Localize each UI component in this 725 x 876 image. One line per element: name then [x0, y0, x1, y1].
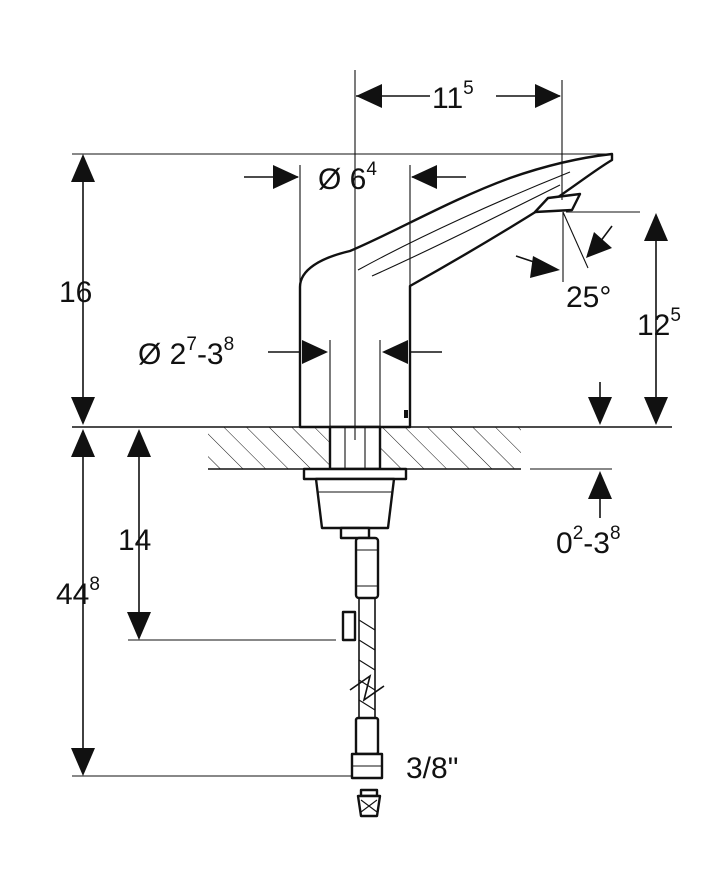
svg-text:Ø 64: Ø 64 [318, 159, 377, 196]
dim-total-height: 16 [59, 153, 612, 425]
hole-diameter-value: Ø 2 [138, 338, 186, 371]
supply-hose [341, 536, 385, 818]
total-height-value: 16 [59, 276, 92, 309]
dim-hole-diameter: Ø 27-38 [138, 334, 442, 371]
spout-height-value: 12 [637, 309, 670, 342]
dim-counter-thickness: 02-38 [556, 382, 621, 560]
svg-text:125: 125 [637, 305, 681, 342]
dim-hose-length: 448 [56, 429, 352, 777]
hole-diameter-sup-min: 7 [186, 334, 197, 355]
svg-text:448: 448 [56, 574, 100, 611]
spout-reach-sup: 5 [463, 78, 474, 99]
hole-diameter-sup-max: 8 [224, 334, 235, 355]
counter-thickness-value: 0 [556, 527, 573, 560]
dim-mount-depth: 14 [118, 429, 336, 641]
faucet-body [298, 152, 614, 429]
svg-text:02-38: 02-38 [556, 523, 621, 560]
counter-thickness-max: -3 [583, 527, 610, 560]
dim-spout-angle: 25° [515, 211, 640, 314]
spout-height-sup: 5 [670, 305, 681, 326]
body-diameter-sup: 4 [366, 159, 377, 180]
dim-spout-reach: 115 [356, 78, 563, 200]
dim-body-diameter: Ø 64 [244, 159, 466, 287]
mount-depth-value: 14 [118, 524, 151, 557]
hose-length-value: 44 [56, 578, 89, 611]
mounting-assembly [302, 425, 408, 540]
connection-size-label: 3/8" [406, 752, 458, 785]
spout-reach-value: 11 [432, 82, 463, 115]
dim-spout-height: 125 [637, 213, 681, 425]
hose-length-sup: 8 [89, 574, 100, 595]
svg-text:115: 115 [432, 78, 474, 115]
svg-text:Ø 27-38: Ø 27-38 [138, 334, 234, 371]
counter-thickness-sup-max: 8 [610, 523, 621, 544]
counter-thickness-sup-min: 2 [573, 523, 584, 544]
spout-angle-value: 25° [566, 281, 611, 314]
hole-diameter-max: -3 [197, 338, 224, 371]
body-diameter-value: Ø 6 [318, 163, 366, 196]
